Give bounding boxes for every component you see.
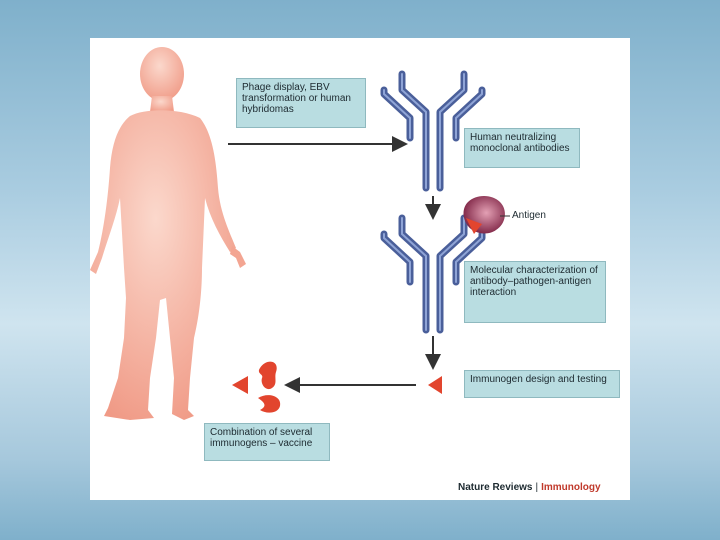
antigen-label: Antigen: [512, 210, 546, 221]
antigen-shape: [463, 196, 510, 234]
antibody-top-highlight: [383, 73, 483, 189]
vaccine-box: Combination of several immunogens – vacc…: [204, 423, 330, 461]
phage-display-box: Phage display, EBV transformation or hum…: [236, 78, 366, 128]
credit-separator: |: [535, 482, 539, 493]
arrows: [228, 136, 441, 393]
credit-journal: Immunology: [541, 482, 601, 493]
immunogen-design-box: Immunogen design and testing: [464, 370, 620, 398]
characterization-box: Molecular characterization of antibody–p…: [464, 261, 606, 323]
antibodies-box: Human neutralizing monoclonal antibodies: [464, 128, 580, 168]
journal-credit: Nature Reviews|Immunology: [458, 482, 601, 493]
slide: Phage display, EBV transformation or hum…: [90, 38, 630, 500]
diagram-canvas: [90, 47, 510, 420]
human-figure: [90, 47, 246, 420]
immunogen-combination: [232, 361, 281, 413]
credit-publisher: Nature Reviews: [458, 482, 533, 493]
antibody-bottom-highlight: [383, 217, 483, 331]
immunogen-icon: [428, 376, 442, 394]
